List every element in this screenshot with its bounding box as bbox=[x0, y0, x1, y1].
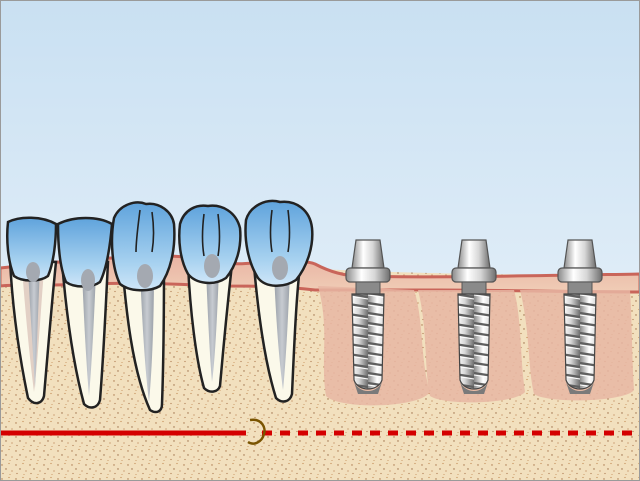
mental-foramen-icon bbox=[247, 418, 266, 445]
nerve-canal bbox=[0, 418, 640, 445]
dental-implants bbox=[345, 239, 603, 394]
natural-tooth bbox=[244, 199, 314, 403]
natural-teeth bbox=[6, 199, 314, 414]
natural-tooth bbox=[178, 204, 242, 393]
natural-tooth bbox=[110, 201, 176, 414]
dental-implant bbox=[451, 239, 497, 394]
dental-implant bbox=[345, 239, 391, 394]
dental-implant bbox=[557, 239, 603, 394]
natural-tooth bbox=[6, 216, 58, 405]
natural-tooth bbox=[56, 216, 114, 409]
